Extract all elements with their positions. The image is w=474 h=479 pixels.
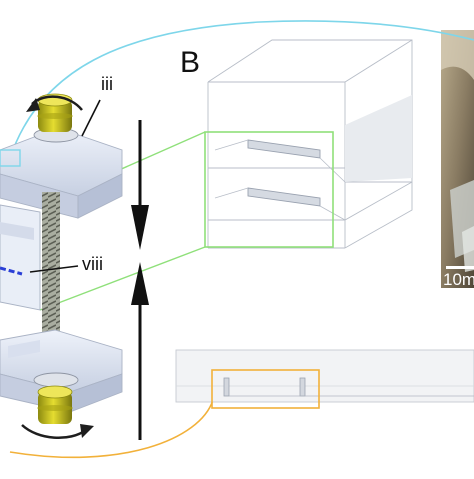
- callout-iii: iii: [101, 74, 113, 94]
- orange-zoom-box: [211, 369, 320, 409]
- callout-viii: viii: [82, 254, 103, 274]
- box-shaded-face: [345, 95, 412, 182]
- rotate-arrow-head-top: [26, 98, 40, 112]
- cyan-marker-box: [0, 149, 21, 167]
- callout-leader-iii: [81, 99, 101, 137]
- panel-label: B: [180, 46, 201, 79]
- green-zoom-box: [204, 131, 334, 248]
- arrow-up-icon: [131, 262, 149, 440]
- rotate-arrow-icon-bottom: [21, 424, 87, 440]
- channel-lower: [247, 187, 321, 207]
- photo-panel: [441, 30, 474, 288]
- cross-section-bar: [175, 349, 474, 403]
- scale-bar-label: 10m: [443, 270, 474, 289]
- arrow-down-icon: [131, 120, 149, 250]
- device-assembly: [0, 127, 123, 413]
- bottom-knob: [37, 385, 73, 424]
- threaded-rod: [42, 192, 60, 332]
- channel-line: [0, 266, 23, 276]
- channel-upper: [247, 139, 321, 159]
- box-wireframe: [207, 39, 413, 249]
- callout-leader-viii: [29, 265, 79, 273]
- orange-connector-line: [9, 399, 214, 459]
- rotate-arrow-head-bottom: [80, 424, 94, 438]
- middle-block: [0, 204, 41, 311]
- scale-bar: [446, 266, 474, 269]
